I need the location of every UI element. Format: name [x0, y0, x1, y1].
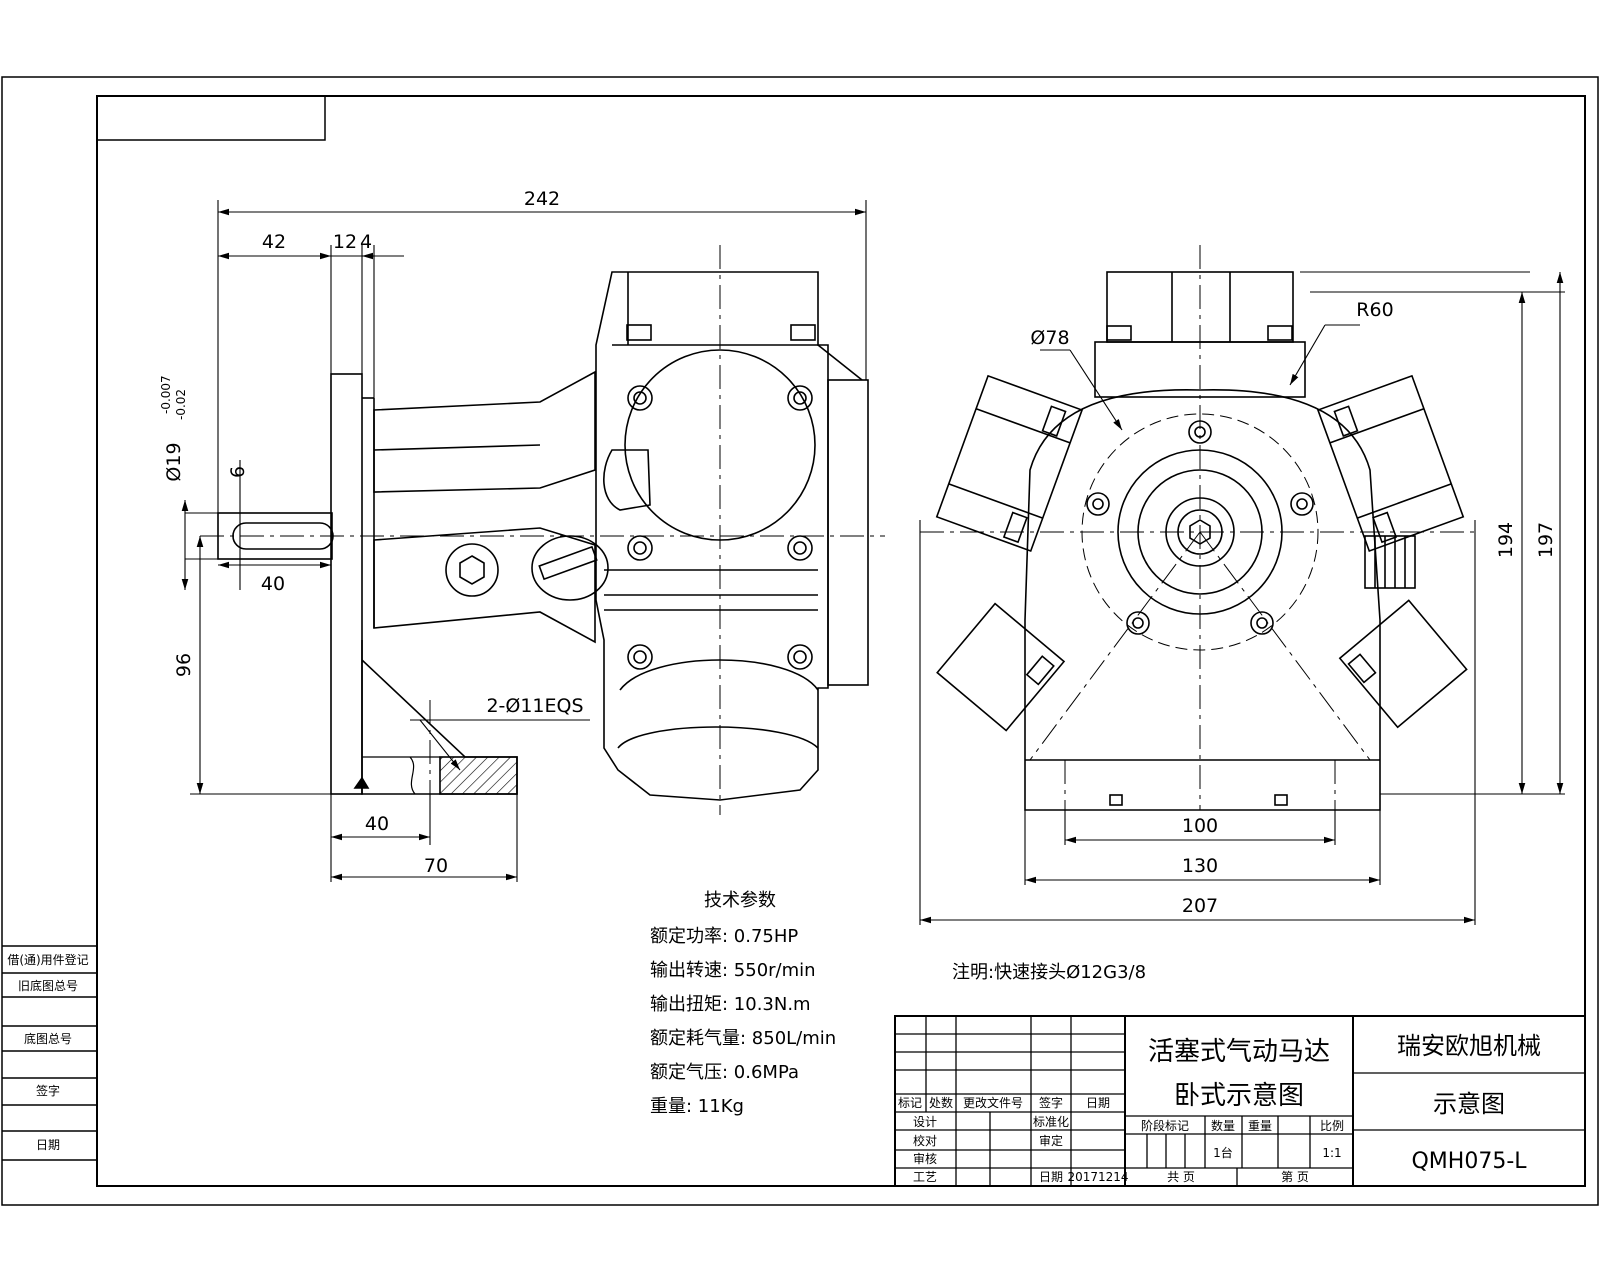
dim-radius: R60	[1356, 299, 1393, 321]
weight-header: 重量	[1248, 1119, 1272, 1133]
sheet-total: 共 页	[1167, 1170, 1195, 1184]
side-panel-label: 签字	[36, 1083, 60, 1098]
dim-overall-width: 207	[1182, 895, 1218, 917]
product-name-line1: 活塞式气动马达	[1148, 1037, 1330, 1067]
dim-key-width: 6	[227, 466, 249, 478]
mounting-flange	[330, 373, 363, 795]
tech-param-line: 额定气压: 0.6MPa	[650, 1062, 799, 1083]
housing-bolts	[626, 324, 816, 670]
sheet-number: 第 页	[1281, 1170, 1309, 1184]
tech-param-line: 输出转速: 550r/min	[650, 960, 816, 981]
crankcase	[1024, 388, 1381, 811]
left-side-panel	[2, 945, 97, 1161]
drawing-type: 示意图	[1433, 1090, 1505, 1118]
dim-gap: 4	[360, 231, 372, 253]
role-process: 工艺	[913, 1170, 937, 1184]
side-view	[200, 245, 885, 815]
side-panel-label: 借(通)用件登记	[7, 952, 88, 967]
tech-params-title: 技术参数	[704, 890, 776, 911]
dim-height-outer: 197	[1535, 522, 1557, 558]
cylinder-right-lower	[1338, 599, 1468, 729]
dim-shaft-length: 40	[261, 573, 285, 595]
dim-flange-thk: 12	[333, 231, 357, 253]
tech-param-line: 额定功率: 0.75HP	[650, 926, 798, 947]
change-header-file: 更改文件号	[963, 1095, 1023, 1110]
scale-header: 比例	[1320, 1119, 1344, 1133]
side-plug	[445, 543, 499, 597]
side-panel-label: 底图总号	[24, 1031, 72, 1046]
output-shaft	[217, 512, 333, 560]
role-standard: 标准化	[1033, 1115, 1069, 1129]
dim-base-width: 130	[1182, 855, 1218, 877]
side-panel-label: 旧底图总号	[18, 978, 78, 993]
front-view-dimensions	[919, 271, 1565, 925]
tech-param-line: 额定耗气量: 850L/min	[650, 1028, 836, 1049]
tech-params: 技术参数 额定功率: 0.75HP 输出转速: 550r/min 输出扭矩: 1…	[650, 890, 836, 1117]
front-view-dim-text: Ø78 R60 194 197 100 130 207	[1030, 299, 1557, 917]
role-design: 设计	[913, 1115, 937, 1129]
quick-fitting	[1364, 535, 1416, 589]
side-view-dim-text: 242 42 12 4 40 6 96 Ø19 -0.007 -0.02 2-Ø…	[159, 188, 584, 877]
title-block-text: 活塞式气动马达 卧式示意图 瑞安欧旭机械 示意图 QMH075-L 标记 处数 …	[898, 1032, 1541, 1184]
note-text: 注明:快速接头Ø12G3/8	[952, 962, 1146, 983]
role-check: 校对	[913, 1133, 937, 1148]
change-header-date: 日期	[1086, 1096, 1110, 1110]
role-date: 日期	[1039, 1170, 1063, 1184]
qty-value: 1台	[1213, 1145, 1233, 1160]
title-block	[894, 1015, 1586, 1187]
qty-header: 数量	[1211, 1118, 1235, 1133]
company-name: 瑞安欧旭机械	[1397, 1032, 1541, 1060]
side-panel-labels: 借(通)用件登记 旧底图总号 底图总号 签字 日期	[7, 952, 88, 1152]
dim-base-inner: 40	[365, 813, 389, 835]
dim-shaft-dia: Ø19	[163, 442, 185, 481]
tech-param-line: 输出扭矩: 10.3N.m	[650, 994, 811, 1015]
top-left-box	[96, 95, 326, 141]
motor-housing	[595, 271, 829, 801]
cylinder-right-upper	[1316, 374, 1465, 553]
cylinder-left-lower	[936, 602, 1066, 732]
product-name-line2: 卧式示意图	[1174, 1081, 1304, 1111]
base-plate-section	[439, 756, 518, 795]
side-panel-label: 日期	[36, 1138, 60, 1152]
dim-height-inner: 194	[1495, 522, 1517, 558]
drawing-number: QMH075-L	[1411, 1149, 1527, 1174]
front-bolts	[1086, 420, 1314, 635]
front-view	[920, 245, 1480, 811]
dim-shaft-tol-lower: -0.02	[174, 389, 188, 420]
dim-base-outer: 70	[424, 855, 448, 877]
change-header-sign: 签字	[1039, 1095, 1063, 1110]
dim-shaft-tol-upper: -0.007	[159, 375, 173, 414]
tech-param-line: 重量: 11Kg	[650, 1096, 744, 1117]
outer-border	[1, 76, 1599, 1206]
stage-header: 阶段标记	[1141, 1118, 1189, 1133]
side-view-dimensions	[181, 200, 867, 882]
inner-frame	[96, 95, 1586, 1187]
change-header-count: 处数	[929, 1095, 953, 1110]
dim-bolt-circle: Ø78	[1030, 327, 1069, 349]
dim-holes: 2-Ø11EQS	[486, 695, 583, 717]
role-review: 审核	[913, 1151, 937, 1166]
title-date: 20171214	[1067, 1170, 1128, 1184]
dim-flange-offset: 42	[262, 231, 286, 253]
dim-center-height: 96	[173, 653, 195, 677]
dim-overall-length: 242	[524, 188, 560, 210]
cylinder-left-upper	[935, 374, 1084, 553]
role-approve: 审定	[1039, 1133, 1063, 1148]
scale-value: 1:1	[1322, 1146, 1341, 1160]
change-header-mark: 标记	[898, 1096, 922, 1110]
dim-base-holes: 100	[1182, 815, 1218, 837]
